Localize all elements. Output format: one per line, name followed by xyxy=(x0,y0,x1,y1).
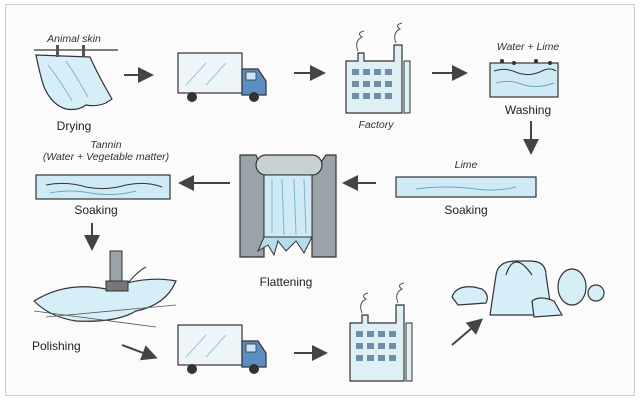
washing-label: Washing xyxy=(504,103,552,117)
flattening-machine-icon xyxy=(239,154,337,258)
water-lime-label: Water + Lime xyxy=(496,41,560,53)
drying-label: Drying xyxy=(56,119,92,133)
diagram-frame: Animal skin Drying Factory Water + Lime … xyxy=(5,4,635,396)
process-diagram xyxy=(33,22,605,382)
leather-goods-icon xyxy=(451,260,605,318)
basin-icon xyxy=(35,174,171,200)
water-vegetable-label: (Water + Vegetable matter) xyxy=(42,151,170,163)
flattening-label: Flattening xyxy=(259,275,313,289)
animal-skin-label: Animal skin xyxy=(47,33,101,45)
soaking-left-label: Soaking xyxy=(74,203,118,217)
basin-icon xyxy=(395,176,537,198)
lime-label: Lime xyxy=(454,159,478,171)
factory-icon xyxy=(349,282,413,382)
soaking-right-label: Soaking xyxy=(444,203,488,217)
factory-label: Factory xyxy=(358,119,394,131)
truck-icon xyxy=(177,324,267,374)
factory-icon xyxy=(345,22,411,114)
animal-skin-icon xyxy=(34,45,118,111)
basin-icon xyxy=(489,59,559,98)
polishing-tool-icon xyxy=(33,250,177,328)
tannin-label: Tannin xyxy=(90,139,122,151)
arrow-icon xyxy=(451,318,484,346)
truck-icon xyxy=(177,52,267,102)
polishing-label: Polishing xyxy=(32,339,81,353)
arrow-icon xyxy=(121,344,158,361)
